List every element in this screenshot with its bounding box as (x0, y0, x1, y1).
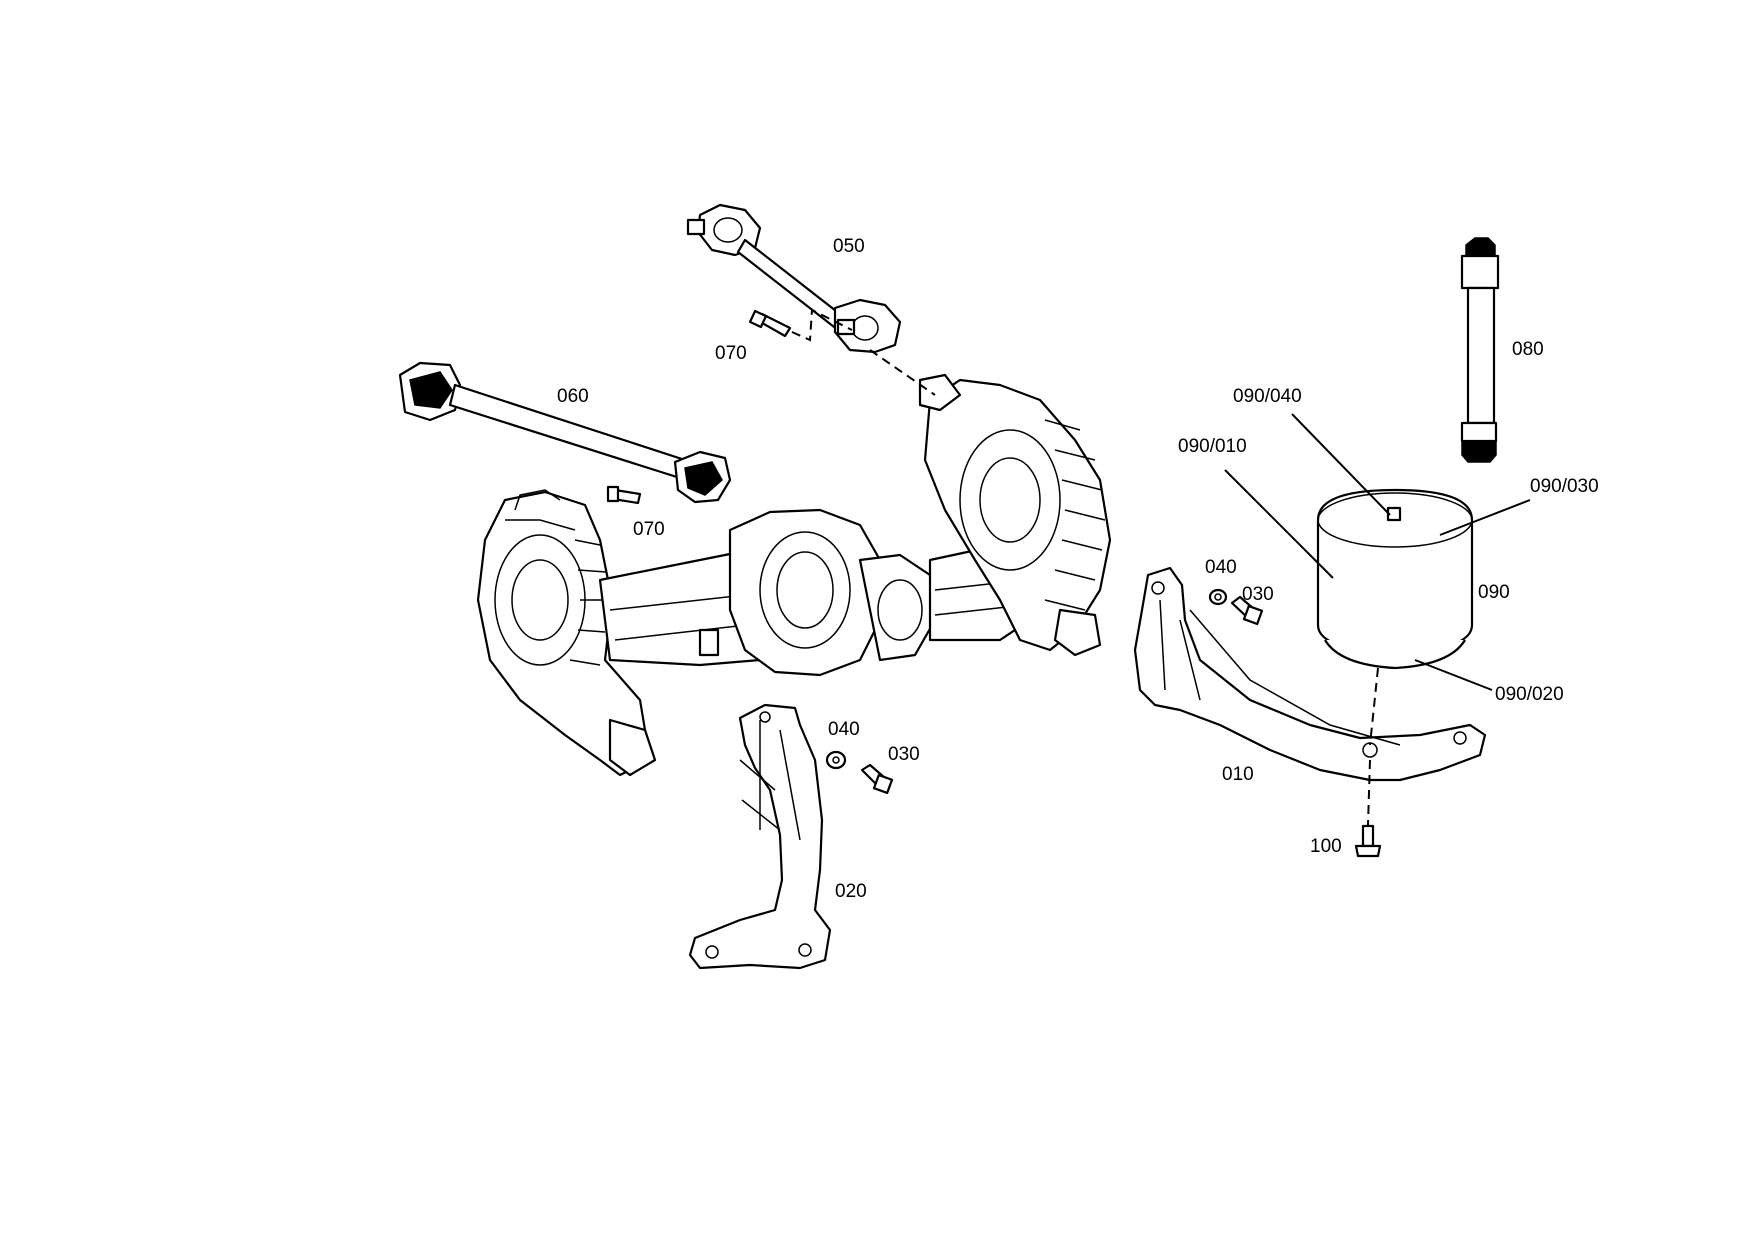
part-070-bolt-middle (606, 485, 642, 505)
part-090-air-spring (1316, 488, 1474, 670)
label-030-right: 030 (1242, 584, 1274, 605)
part-060-lower-link (398, 361, 732, 504)
part-040-washer-right (1208, 588, 1228, 606)
label-090: 090 (1478, 582, 1510, 603)
part-010-right-bracket (1133, 566, 1487, 782)
label-010: 010 (1222, 764, 1254, 785)
callout-labels: 050 070 060 070 080 090/040 090/010 090/… (557, 236, 1599, 902)
label-090-010: 090/010 (1178, 436, 1247, 457)
part-030-bolt-left (860, 763, 894, 795)
label-090-040: 090/040 (1233, 386, 1302, 407)
label-090-030: 090/030 (1530, 476, 1599, 497)
part-070-bolt-top (748, 308, 853, 342)
assembly-line-090 (1369, 667, 1379, 746)
label-040-left: 040 (828, 719, 860, 740)
label-070-middle: 070 (633, 519, 665, 540)
label-060: 060 (557, 386, 589, 407)
part-100-bolt (1354, 824, 1382, 858)
leader-lines (1224, 413, 1531, 691)
part-080-shock-absorber (1460, 237, 1500, 463)
label-050: 050 (833, 236, 865, 257)
part-030-bolt-right (1230, 595, 1264, 626)
label-040-right: 040 (1205, 557, 1237, 578)
part-050-upper-link (686, 203, 902, 354)
part-020-left-bracket (688, 703, 832, 970)
label-020: 020 (835, 881, 867, 902)
axle-housing (476, 373, 1112, 777)
label-080: 080 (1512, 339, 1544, 360)
label-090-020: 090/020 (1495, 684, 1564, 705)
assembly-line-050 (869, 349, 936, 396)
label-070-top: 070 (715, 343, 747, 364)
label-030-left: 030 (888, 744, 920, 765)
part-040-washer-left (825, 750, 847, 770)
assembly-line-100 (1367, 759, 1371, 826)
label-100: 100 (1310, 836, 1342, 857)
